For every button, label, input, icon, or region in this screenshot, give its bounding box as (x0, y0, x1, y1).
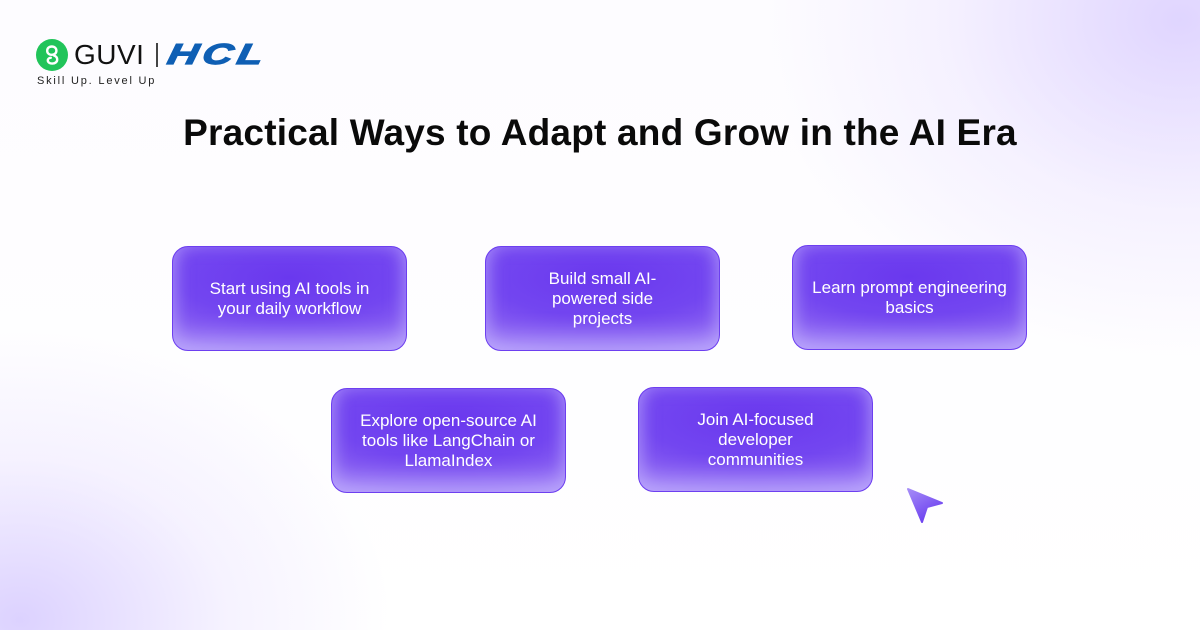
card-label: Learn prompt engineering basics (812, 277, 1007, 317)
hcl-wordmark: HCL (164, 38, 271, 71)
logo-row: GUVI HCL (36, 38, 271, 72)
card-label: Build small AI-powered side projects (548, 268, 657, 328)
page-title: Practical Ways to Adapt and Grow in the … (183, 112, 1017, 153)
guvi-logo-icon (36, 39, 68, 71)
guvi-hcl-logo[interactable]: GUVI HCL Skill Up. Level Up (36, 38, 271, 87)
card-label: Start using AI tools in your daily workf… (209, 278, 370, 318)
brand-tagline: Skill Up. Level Up (37, 75, 157, 87)
card-prompt-engineering[interactable]: Learn prompt engineering basics (792, 245, 1027, 350)
card-ai-tools-daily-workflow[interactable]: Start using AI tools in your daily workf… (172, 246, 407, 351)
card-label: Join AI-focused developer communities (697, 409, 814, 469)
card-label: Explore open-source AI tools like LangCh… (360, 410, 537, 470)
card-open-source-ai-tools[interactable]: Explore open-source AI tools like LangCh… (331, 388, 566, 493)
card-developer-communities[interactable]: Join AI-focused developer communities (638, 387, 873, 492)
card-ai-side-projects[interactable]: Build small AI-powered side projects (485, 246, 720, 351)
logo-divider (156, 43, 158, 67)
guvi-wordmark: GUVI (74, 39, 145, 70)
pointer-arrow-icon (905, 486, 945, 526)
